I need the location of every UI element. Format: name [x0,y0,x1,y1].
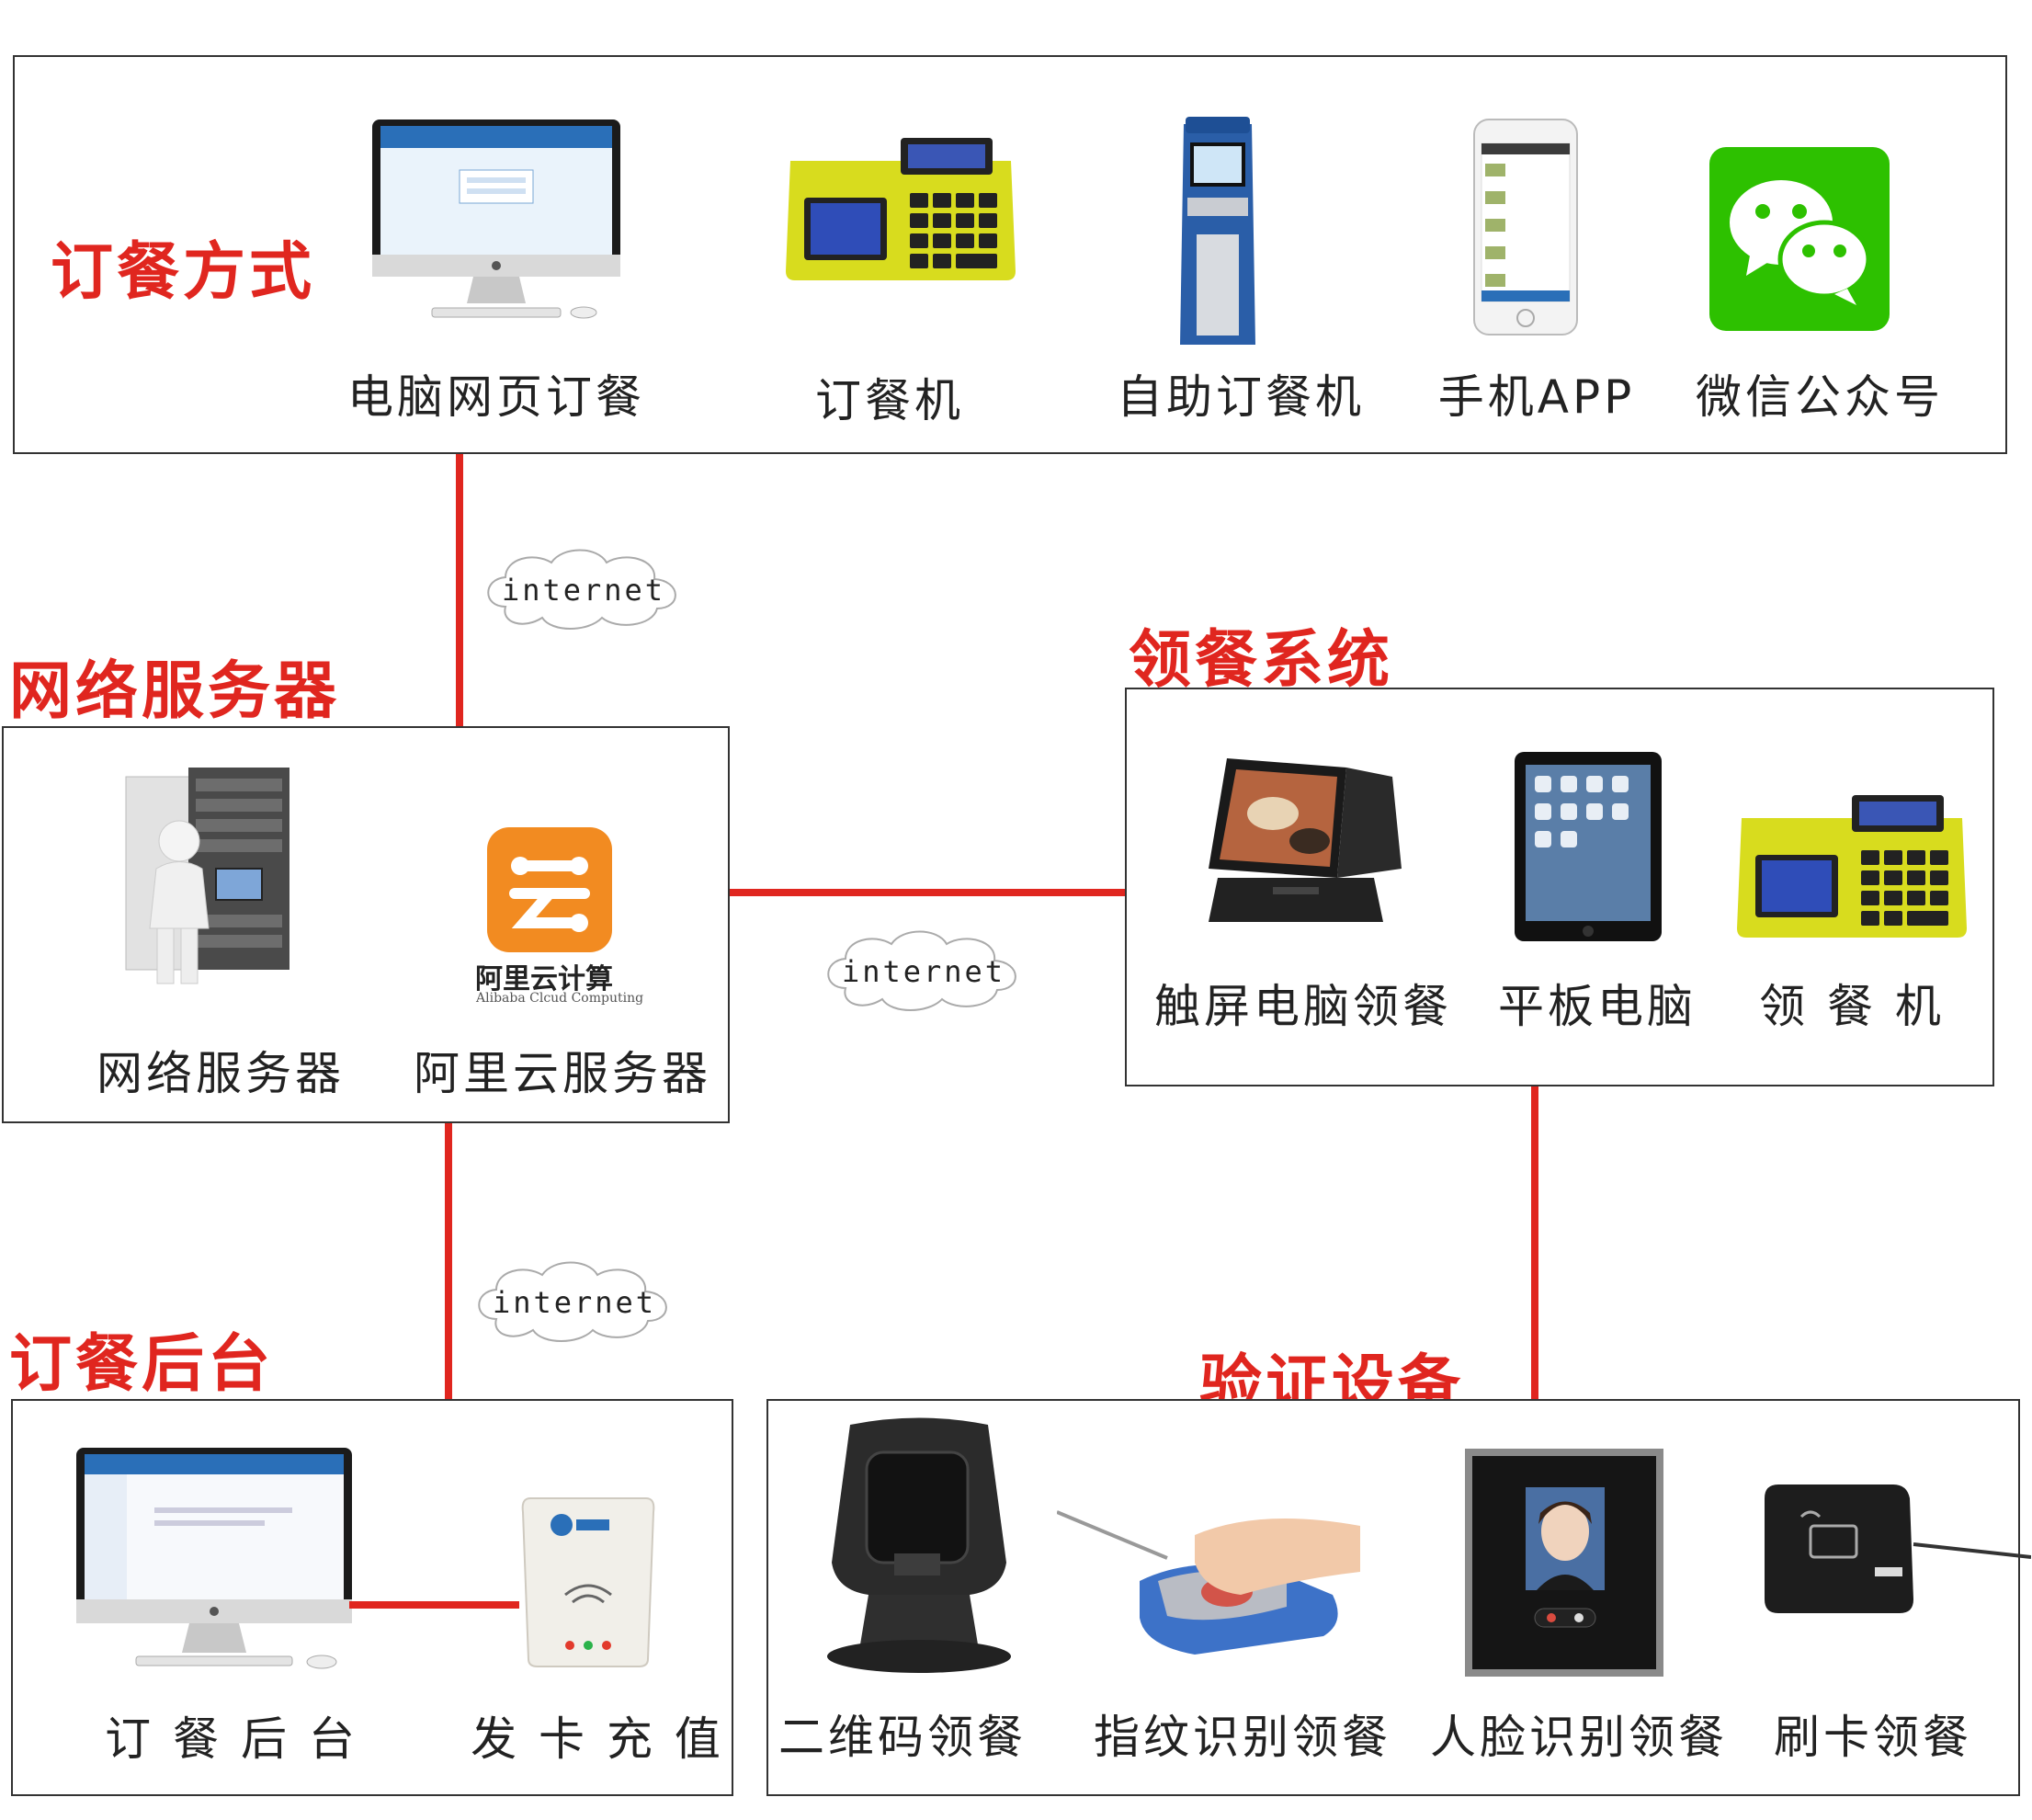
phone-icon [1470,118,1581,342]
internet-cloud-2: internet [818,924,1029,1016]
ordering-title: 订餐方式 [51,236,316,309]
link-server-backend [445,1123,452,1399]
link-ordering-server [456,454,463,726]
link-server-pickup [730,889,1125,896]
tablet-icon [1515,752,1662,945]
link-imac-cardreader [349,1601,519,1609]
face-recognition-icon [1465,1449,1663,1680]
internet-label: internet [841,954,1006,989]
ordering-item-terminal: 订餐机 [815,374,964,427]
pickup-item-tablet: 平板电脑 [1498,980,1697,1033]
pickup-terminal-icon [1732,791,1971,950]
internet-label: internet [501,573,666,608]
backend-item-recharge: 发 卡 充 值 [471,1712,724,1766]
link-pickup-verify [1531,1086,1538,1399]
server-item-aliyun: 阿里云服务器 [414,1047,711,1100]
ordering-item-app: 手机APP [1437,370,1636,424]
ordering-item-web: 电脑网页订餐 [347,370,645,424]
verify-item-face: 人脸识别领餐 [1430,1711,1728,1764]
imac-icon [368,115,625,330]
server-item-network: 网络服务器 [96,1047,345,1100]
kiosk-icon [1176,115,1259,358]
backend-imac-icon [72,1443,357,1681]
aliyun-logo-sub: Alibaba Clcud Computing [476,991,644,1006]
wechat-icon [1709,147,1890,335]
internet-cloud-3: internet [469,1255,680,1347]
ordering-item-kiosk: 自助订餐机 [1117,370,1365,424]
verify-item-qr: 二维码领餐 [778,1711,1027,1764]
pickup-item-terminal: 领 餐 机 [1759,980,1945,1033]
pickup-item-touchscreen: 触屏电脑领餐 [1154,980,1452,1033]
touchscreen-pos-icon [1163,749,1429,937]
card-reader-icon [1755,1480,2032,1621]
cloud-icon [487,549,676,630]
fingerprint-reader-icon [1056,1507,1360,1667]
internet-label: internet [492,1285,657,1320]
aliyun-logo-icon [487,827,612,956]
backend-title: 订餐后台 [9,1328,275,1401]
verify-item-card: 刷卡领餐 [1774,1711,1972,1764]
verify-item-fingerprint: 指纹识别领餐 [1094,1711,1391,1764]
cloud-icon [478,1261,667,1342]
ordering-item-wechat: 微信公众号 [1696,370,1944,424]
internet-cloud-1: internet [478,542,689,634]
backend-item-admin: 订 餐 后 台 [105,1712,358,1766]
cloud-icon [827,930,1016,1011]
card-issuer-icon [519,1494,657,1672]
qr-scanner-icon [813,1416,1025,1681]
server-rack-icon [124,768,299,1001]
server-title: 网络服务器 [9,655,341,728]
ordering-terminal-icon [781,133,1020,293]
aliyun-logo-name: 阿里云计算 [475,963,613,995]
pickup-title: 领餐系统 [1129,624,1394,697]
